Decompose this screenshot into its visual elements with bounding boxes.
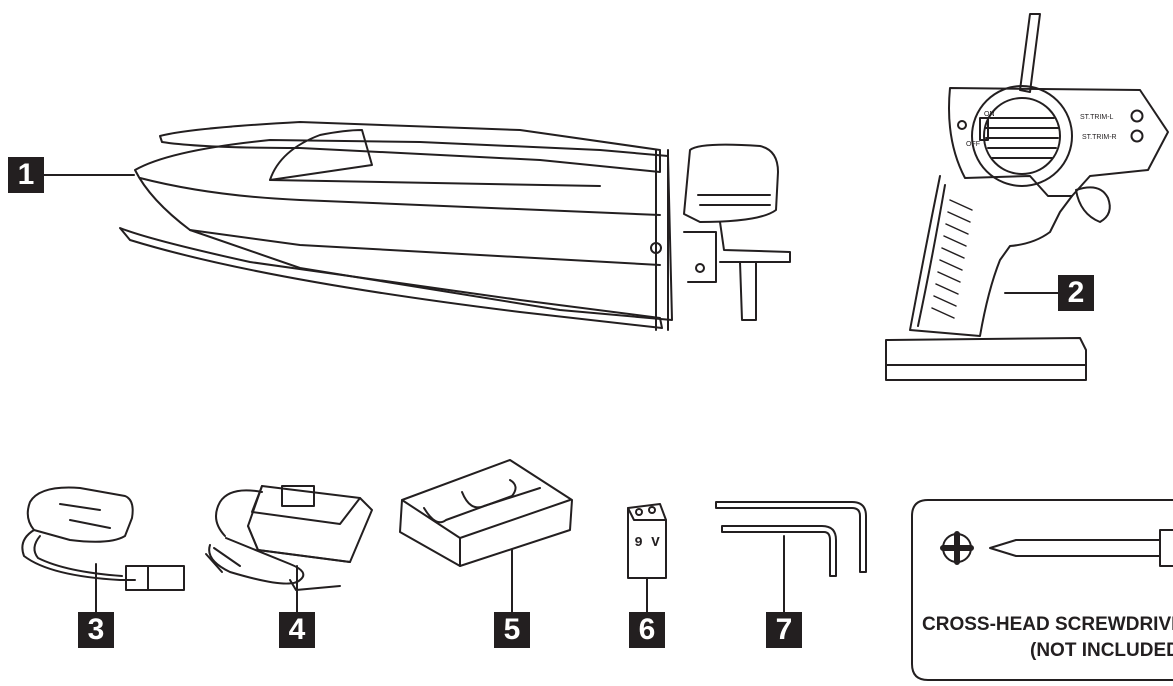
nine-volt-label: 9 V — [634, 535, 660, 551]
battery-pack-illustration — [21, 486, 185, 613]
transmitter-illustration — [885, 13, 1169, 381]
screwdriver-caption-line2: (NOT INCLUDED) — [1030, 640, 1173, 661]
callout-6: 6 — [629, 612, 665, 648]
callout-3: 3 — [78, 612, 114, 648]
callout-4: 4 — [279, 612, 315, 648]
callout-2: 2 — [1058, 275, 1094, 311]
screwdriver-box — [911, 499, 1173, 681]
callout-1: 1 — [8, 157, 44, 193]
nine-volt-battery-illustration — [627, 503, 667, 613]
screwdriver-caption-line1: CROSS-HEAD SCREWDRIVER — [922, 614, 1173, 635]
callout-5: 5 — [494, 612, 530, 648]
trim-right-label: ST.TRIM-R — [1082, 134, 1117, 141]
boat-stand-illustration — [399, 459, 573, 613]
allen-keys-illustration — [715, 501, 867, 613]
off-label: OFF — [966, 141, 980, 148]
on-label: ON — [984, 111, 995, 118]
trim-left-label: ST.TRIM-L — [1080, 114, 1114, 121]
charger-illustration — [205, 485, 373, 613]
boat-illustration — [119, 121, 791, 331]
callout-7: 7 — [766, 612, 802, 648]
